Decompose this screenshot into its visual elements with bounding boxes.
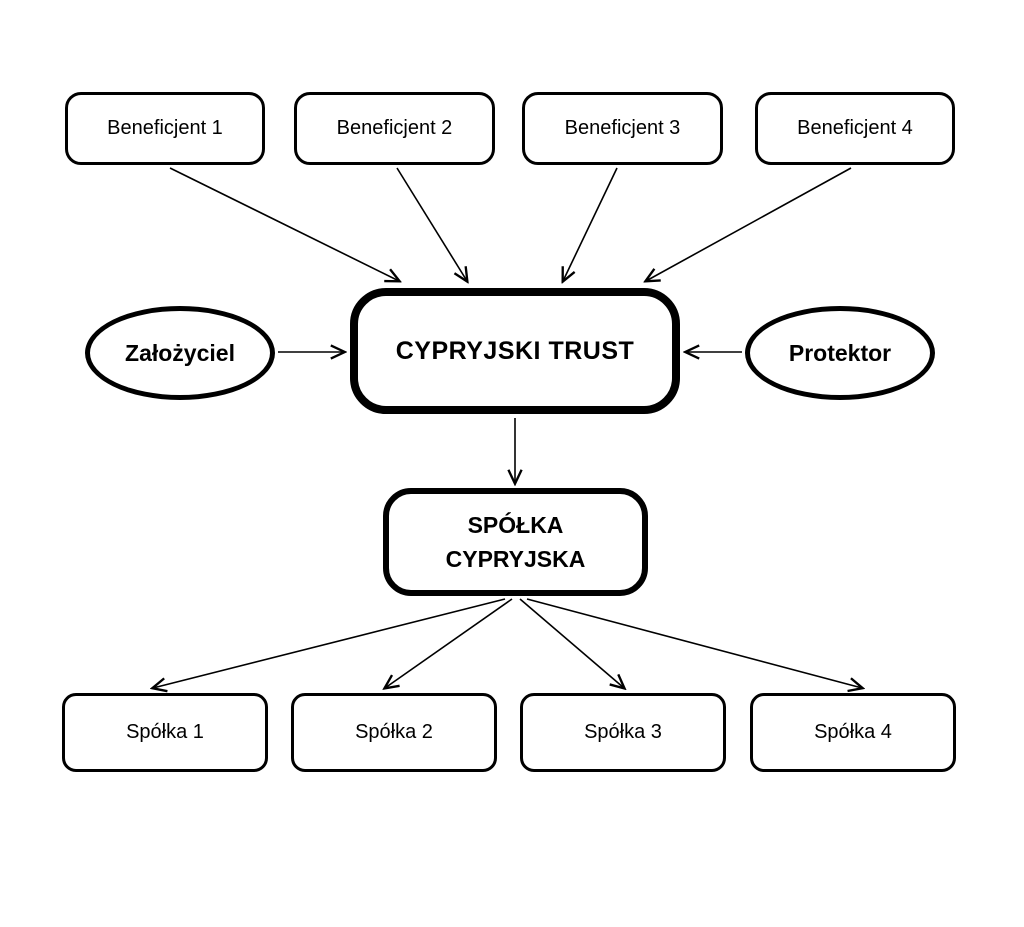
arrow-beneficjent-4-to-trust	[646, 167, 852, 281]
node-label: Beneficjent 4	[797, 117, 913, 139]
node-label: Spółka 1	[126, 721, 204, 743]
node-label: Spółka 2	[355, 721, 433, 743]
node-cypriot-company: SPÓŁKA CYPRYJSKA	[383, 488, 648, 596]
node-label: CYPRYJSKI TRUST	[395, 336, 635, 365]
node-protector: Protektor	[745, 306, 935, 400]
node-spolka-4: Spółka 4	[750, 693, 956, 772]
node-label: Beneficjent 2	[336, 117, 453, 139]
arrow-beneficjent-1-to-trust	[169, 167, 399, 281]
arrow-beneficjent-3-to-trust	[563, 167, 618, 281]
node-founder: Założyciel	[85, 306, 275, 400]
node-beneficjent-4: Beneficjent 4	[755, 92, 955, 165]
node-spolka-3: Spółka 3	[520, 693, 726, 772]
node-spolka-2: Spółka 2	[291, 693, 497, 772]
node-spolka-1: Spółka 1	[62, 693, 268, 772]
node-label: Założyciel	[125, 339, 235, 366]
node-label: Spółka 4	[814, 721, 892, 743]
node-label: SPÓŁKA CYPRYJSKA	[445, 511, 586, 573]
node-beneficjent-3: Beneficjent 3	[522, 92, 723, 165]
arrow-company-to-spolka-4	[526, 598, 862, 688]
node-label: Beneficjent 1	[107, 117, 223, 139]
node-label: Beneficjent 3	[564, 117, 681, 139]
node-label: Spółka 3	[584, 721, 662, 743]
arrow-company-to-spolka-1	[153, 598, 506, 688]
node-cypriot-trust: CYPRYJSKI TRUST	[350, 288, 680, 414]
arrow-beneficjent-2-to-trust	[396, 167, 467, 281]
arrow-company-to-spolka-2	[385, 598, 513, 688]
arrow-company-to-spolka-3	[519, 598, 624, 688]
node-label: Protektor	[788, 339, 892, 366]
node-beneficjent-1: Beneficjent 1	[65, 92, 265, 165]
node-beneficjent-2: Beneficjent 2	[294, 92, 495, 165]
